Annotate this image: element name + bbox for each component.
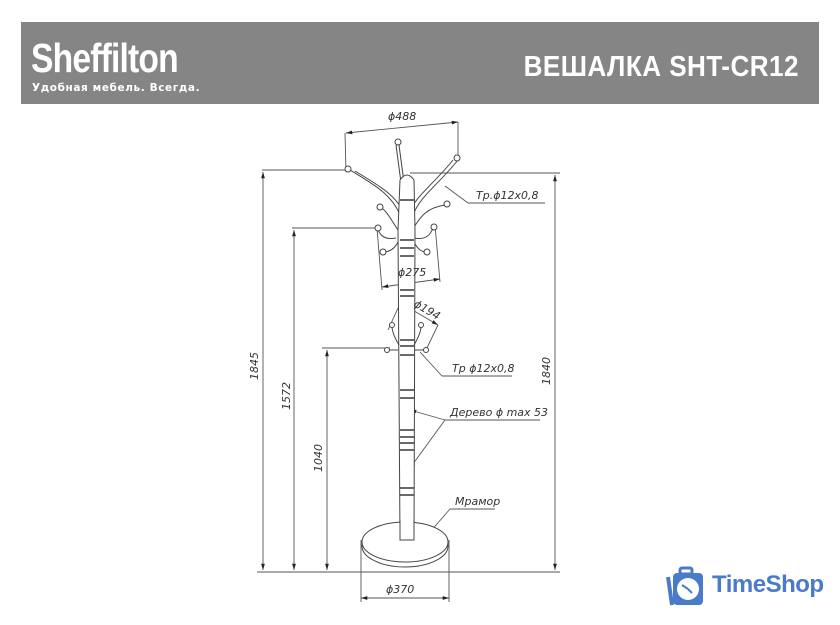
dim-middle-hooks-height: 1572 (280, 382, 293, 410)
brand-logo: Sheffilton (31, 35, 179, 81)
dim-middle-span: ϕ275 (398, 266, 426, 279)
dim-lower-hooks-height: 1040 (312, 444, 325, 472)
header-bar: Sheffilton Удобная мебель. Всегда. ВЕШАЛ… (21, 22, 819, 104)
clock-bag-icon (666, 566, 703, 606)
callout-wood: Дерево ϕ max 53 (449, 406, 548, 419)
callout-marble: Мрамор (455, 495, 500, 508)
dim-base-diameter: ϕ370 (386, 583, 414, 596)
callout-lower-tube: Тр ϕ12x0,8 (452, 362, 514, 375)
callout-upper-tube: Тр.ϕ12x0,8 (476, 189, 538, 202)
dim-top-span: ϕ488 (388, 110, 416, 123)
timeshop-name: TimeShop (712, 571, 824, 598)
product-title: ВЕШАЛКА SHT-CR12 (523, 51, 799, 83)
dim-total-height-right: 1840 (540, 357, 553, 385)
dim-total-height-left: 1845 (248, 352, 261, 380)
timeshop-watermark: TimeShop (664, 565, 834, 611)
brand-tagline: Удобная мебель. Всегда. (32, 82, 201, 94)
